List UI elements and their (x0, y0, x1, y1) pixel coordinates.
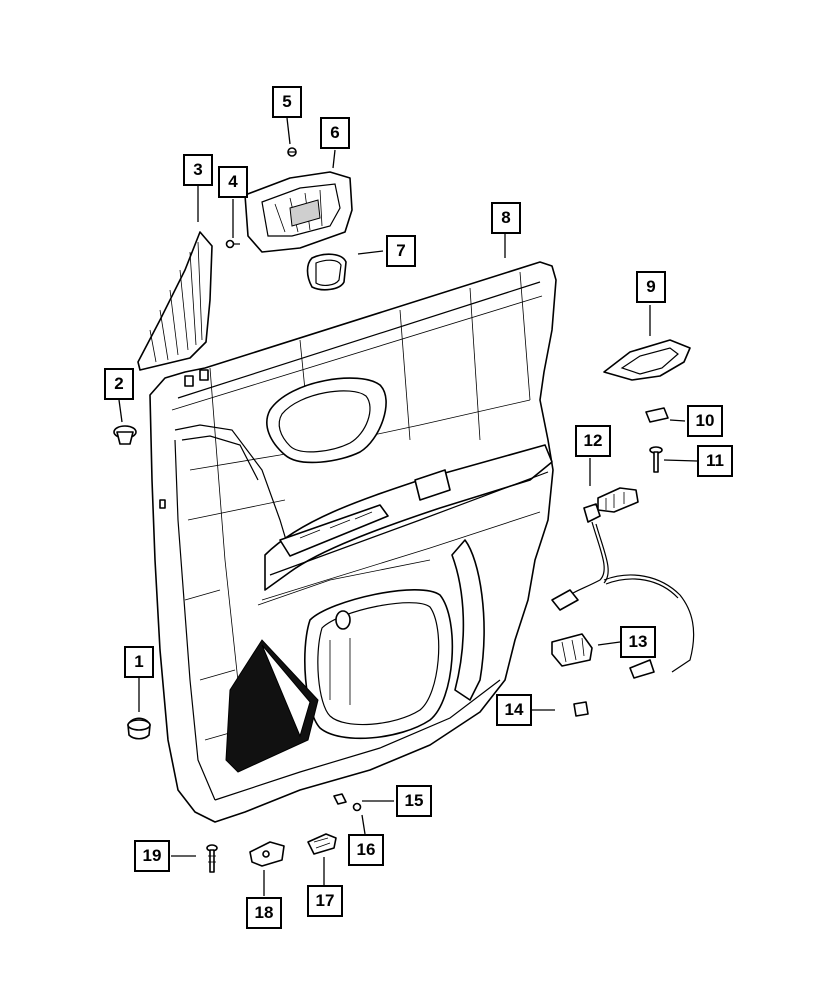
callout-4: 4 (218, 166, 248, 198)
wiring-harness (551, 487, 695, 679)
screw-4 (225, 239, 240, 249)
screw-16 (352, 802, 362, 812)
bracket-18 (249, 841, 285, 867)
push-pin-2 (113, 425, 137, 445)
callout-18: 18 (246, 897, 282, 929)
callout-9: 9 (636, 271, 666, 303)
callout-7: 7 (386, 235, 416, 267)
callout-2: 2 (104, 368, 134, 400)
callout-3: 3 (183, 154, 213, 186)
callout-10: 10 (687, 405, 723, 437)
clip-14 (573, 701, 589, 717)
door-handle-housing (244, 171, 353, 253)
screw-11 (649, 446, 663, 473)
callout-5: 5 (272, 86, 302, 118)
leader-lines (118, 117, 698, 896)
callout-1: 1 (124, 646, 154, 678)
switch-13 (551, 633, 593, 667)
bracket-17 (307, 833, 337, 855)
callout-8: 8 (491, 202, 521, 234)
pull-cup-9 (603, 339, 691, 381)
callout-17: 17 (307, 885, 343, 917)
push-pin-1 (127, 717, 151, 740)
callout-19: 19 (134, 840, 170, 872)
handle-bezel (306, 253, 347, 291)
callout-16: 16 (348, 834, 384, 866)
callout-6: 6 (320, 117, 350, 149)
callout-14: 14 (496, 694, 532, 726)
callout-12: 12 (575, 425, 611, 457)
callout-15: 15 (396, 785, 432, 817)
nut-15 (333, 793, 347, 805)
door-trim-panel (149, 261, 557, 823)
callout-13: 13 (620, 626, 656, 658)
cap-10 (645, 407, 669, 423)
screw-5 (287, 147, 297, 157)
mirror-trim-triangle (137, 231, 213, 371)
push-pin-19 (206, 844, 218, 873)
callout-11: 11 (697, 445, 733, 477)
